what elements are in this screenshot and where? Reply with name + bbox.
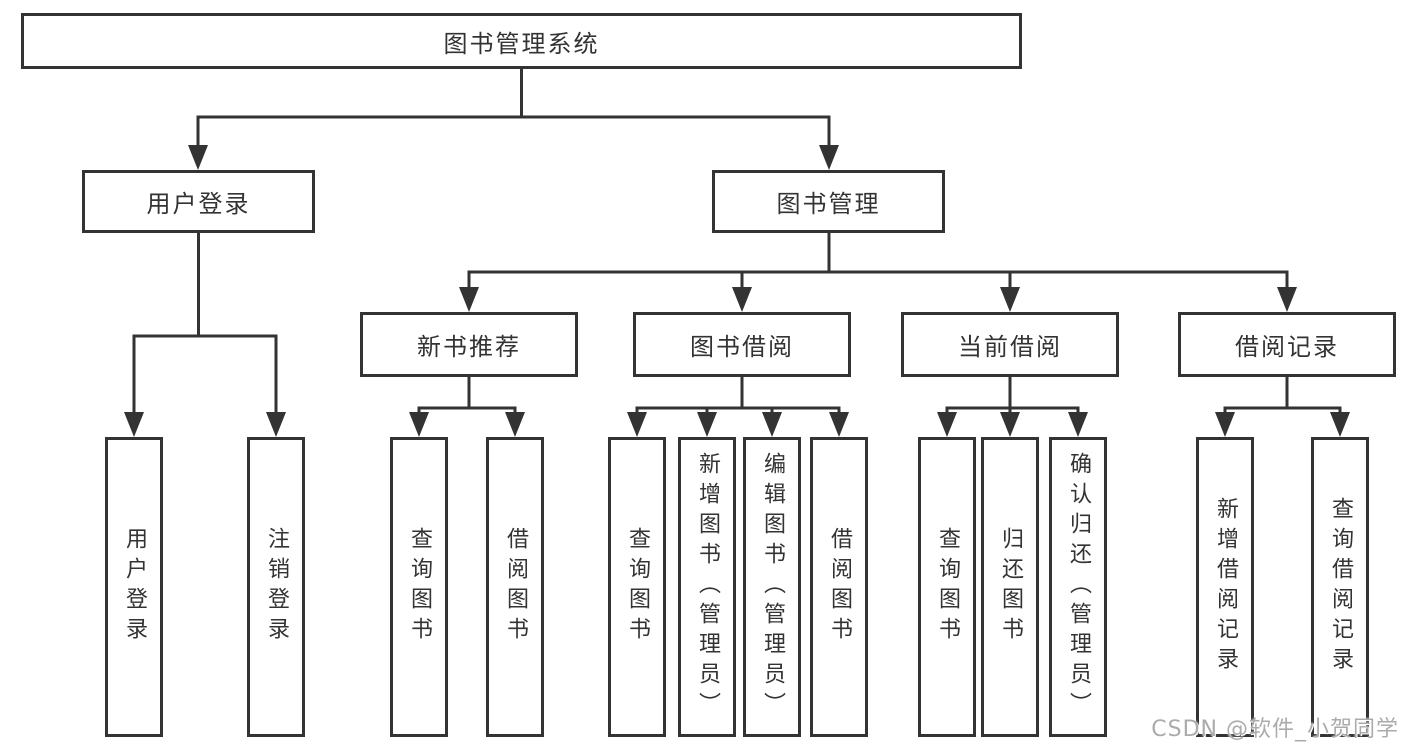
node-leaf-confirm-return-admin: 确认归还（管理员） <box>1049 437 1107 737</box>
node-borrowing-records: 借阅记录 <box>1178 312 1396 377</box>
node-user-login-branch: 用户登录 <box>82 170 315 233</box>
node-current-borrowing: 当前借阅 <box>901 312 1119 377</box>
connector-book-mgmt-to-level3 <box>467 233 1289 301</box>
node-leaf-user-login: 用户登录 <box>105 437 163 737</box>
node-leaf-query-borrow-record: 查询借阅记录 <box>1311 437 1369 737</box>
arrowheads <box>124 145 1350 437</box>
node-leaf-borrow-books-2: 借阅图书 <box>810 437 868 737</box>
node-leaf-edit-books-admin: 编辑图书（管理员） <box>743 437 801 737</box>
node-new-book-recommendation: 新书推荐 <box>360 312 578 377</box>
connector-book-borrow-to-leaves <box>635 377 841 431</box>
node-leaf-add-borrow-record: 新增借阅记录 <box>1196 437 1254 737</box>
arrow-down-icon <box>124 145 1350 437</box>
connector-root-to-level2 <box>196 69 831 164</box>
node-leaf-query-books-1: 查询图书 <box>390 437 448 737</box>
node-leaf-logout: 注销登录 <box>247 437 305 737</box>
node-library-management-system: 图书管理系统 <box>21 13 1022 69</box>
node-leaf-add-books-admin: 新增图书（管理员） <box>678 437 736 737</box>
node-book-borrowing: 图书借阅 <box>633 312 851 377</box>
connector-new-book-rec-to-leaves <box>417 377 517 431</box>
node-leaf-query-books-2: 查询图书 <box>608 437 666 737</box>
csdn-watermark: CSDN @软件_小贺同学 <box>1151 717 1399 742</box>
connector-borrow-records-to-leaves <box>1223 377 1342 431</box>
node-leaf-return-books: 归还图书 <box>981 437 1039 737</box>
connector-user-login-to-leaves <box>132 233 278 431</box>
node-leaf-query-books-3: 查询图书 <box>918 437 976 737</box>
node-book-management-branch: 图书管理 <box>712 170 945 233</box>
node-leaf-borrow-books-1: 借阅图书 <box>486 437 544 737</box>
